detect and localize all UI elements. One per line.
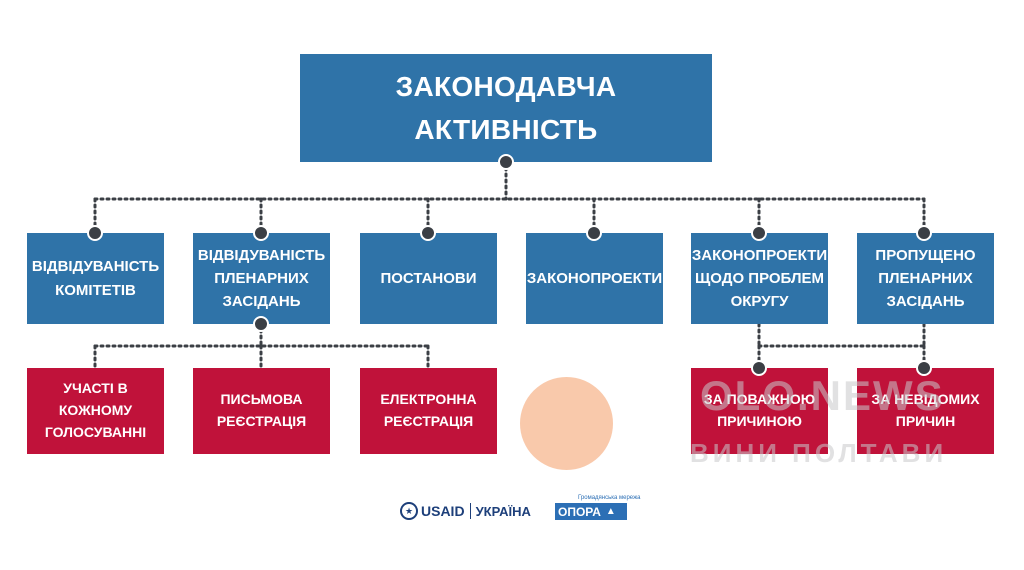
triangle-icon: ▲: [605, 506, 616, 517]
ukraine-text: УКРАЇНА: [475, 503, 531, 519]
sub-written-registration: ПИСЬМОВА РЕЄСТРАЦІЯ: [193, 368, 330, 454]
connector-dot: [916, 225, 932, 241]
category-missed-sessions: ПРОПУЩЕНО ПЛЕНАРНИХ ЗАСІДАНЬ: [857, 233, 994, 324]
category-district-bills: ЗАКОНОПРОЕКТИ ЩОДО ПРОБЛЕМ ОКРУГУ: [691, 233, 828, 324]
opora-logo: ОПОРА ▲: [555, 503, 627, 520]
connector-dot: [916, 360, 932, 376]
sub-electronic-registration: ЕЛЕКТРОННА РЕЄСТРАЦІЯ: [360, 368, 497, 454]
sub-valid-reason: ЗА ПОВАЖНОЮ ПРИЧИНОЮ: [691, 368, 828, 454]
opora-tagline: Громадянська мережа: [578, 495, 641, 501]
connector-dot: [751, 360, 767, 376]
usaid-seal-icon: ★: [400, 502, 418, 520]
connector-dot: [253, 316, 269, 332]
category-resolutions: ПОСТАНОВИ: [360, 233, 497, 324]
connector-dot: [586, 225, 602, 241]
logo-separator: [469, 503, 471, 519]
sub-every-vote: УЧАСТІ В КОЖНОМУ ГОЛОСУВАННІ: [27, 368, 164, 454]
connector-dot: [498, 154, 514, 170]
decorative-circle: [520, 377, 613, 470]
category-committees: ВІДВІДУВАНІСТЬ КОМІТЕТІВ: [27, 233, 164, 324]
connector-dot: [87, 225, 103, 241]
connector-dot: [751, 225, 767, 241]
usaid-logo: ★ USAID УКРАЇНА: [400, 499, 531, 523]
connector-dot: [253, 225, 269, 241]
category-bills: ЗАКОНОПРОЕКТИ: [526, 233, 663, 324]
opora-text: ОПОРА: [558, 504, 601, 519]
category-plenary-attendance: ВІДВІДУВАНІСТЬ ПЛЕНАРНИХ ЗАСІДАНЬ: [193, 233, 330, 324]
sub-unknown-reason: ЗА НЕВІДОМИХ ПРИЧИН: [857, 368, 994, 454]
diagram-title: ЗАКОНОДАВЧА АКТИВНІСТЬ: [300, 54, 712, 162]
usaid-text: USAID: [421, 503, 465, 519]
connector-dot: [420, 225, 436, 241]
